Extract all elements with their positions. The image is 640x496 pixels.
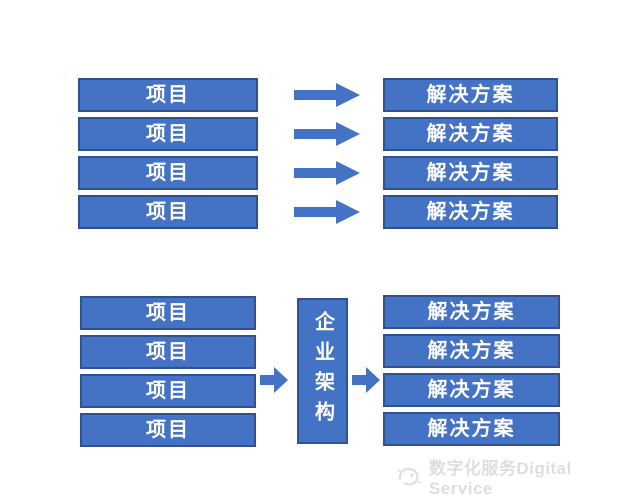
bottom-project-box: 项目 (80, 296, 256, 330)
right-arrow-icon (260, 367, 288, 393)
bottom-solution-box: 解决方案 (383, 295, 560, 329)
digital-service-swirl-logo-icon (397, 467, 422, 485)
enterprise-architecture-box: 企业架构 (297, 298, 348, 444)
top-project-box: 项目 (78, 117, 258, 151)
bottom-project-box: 项目 (80, 374, 256, 408)
top-solution-box: 解决方案 (383, 195, 558, 229)
watermark: 数字化服务Digital Service (396, 454, 640, 496)
right-arrow-icon (294, 83, 360, 107)
top-solution-box: 解决方案 (383, 78, 558, 112)
top-project-box: 项目 (78, 78, 258, 112)
right-arrow-icon (352, 367, 380, 393)
enterprise-architecture-label: 企业架构 (311, 311, 334, 431)
right-arrow-icon (294, 122, 360, 146)
bottom-project-box: 项目 (80, 335, 256, 369)
top-solution-box: 解决方案 (383, 117, 558, 151)
bottom-solution-box: 解决方案 (383, 412, 560, 446)
right-arrow-icon (294, 161, 360, 185)
top-project-box: 项目 (78, 156, 258, 190)
bottom-solution-box: 解决方案 (383, 373, 560, 407)
right-arrow-icon (294, 200, 360, 224)
bottom-project-box: 项目 (80, 413, 256, 447)
bottom-solution-box: 解决方案 (383, 334, 560, 368)
watermark-text: 数字化服务Digital Service (428, 459, 572, 496)
top-project-box: 项目 (78, 195, 258, 229)
top-solution-box: 解决方案 (383, 156, 558, 190)
